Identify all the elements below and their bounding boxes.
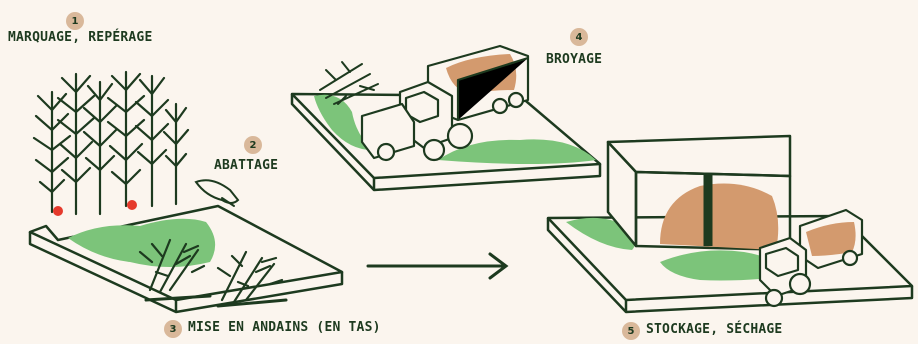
flow-arrow: [366, 252, 509, 280]
step-3-label: MISE EN ANDAINS (EN TAS): [188, 320, 381, 335]
windrows: [138, 238, 288, 308]
tree: [106, 70, 146, 208]
step-5-label: STOCKAGE, SÉCHAGE: [646, 322, 783, 337]
tractor-trailer: [758, 208, 864, 308]
step-2-badge: 2: [244, 136, 262, 154]
grass-patch: [68, 218, 216, 267]
step-1-badge: 1: [66, 12, 84, 30]
tree: [82, 80, 118, 216]
tree: [32, 90, 72, 214]
windrow-pile: [138, 238, 212, 302]
step-2-label: ABATTAGE: [214, 158, 279, 173]
step-4-label: BROYAGE: [546, 52, 603, 67]
tree: [162, 102, 190, 206]
grass-patch: [314, 94, 372, 150]
grass-patch: [438, 139, 596, 164]
branch-pile: [319, 61, 379, 105]
tree-markers: [53, 200, 137, 216]
tree: [134, 74, 170, 208]
grass-patch: [566, 217, 635, 250]
wood-chip-pile: [660, 183, 779, 250]
grass-patch: [660, 250, 790, 281]
step-3-badge: 3: [164, 320, 182, 338]
step-1-label: MARQUAGE, REPÉRAGE: [8, 30, 153, 45]
marker-dot: [127, 200, 137, 210]
step-5-badge: 5: [622, 322, 640, 340]
chainsaw-icon: [194, 179, 240, 207]
step-4-badge: 4: [570, 28, 588, 46]
chipper-truck: [360, 44, 530, 162]
storage-shed: [606, 134, 792, 252]
standing-trees: [32, 70, 190, 216]
marker-dot: [53, 206, 63, 216]
tree: [56, 72, 96, 216]
windrow-pile: [216, 250, 288, 308]
